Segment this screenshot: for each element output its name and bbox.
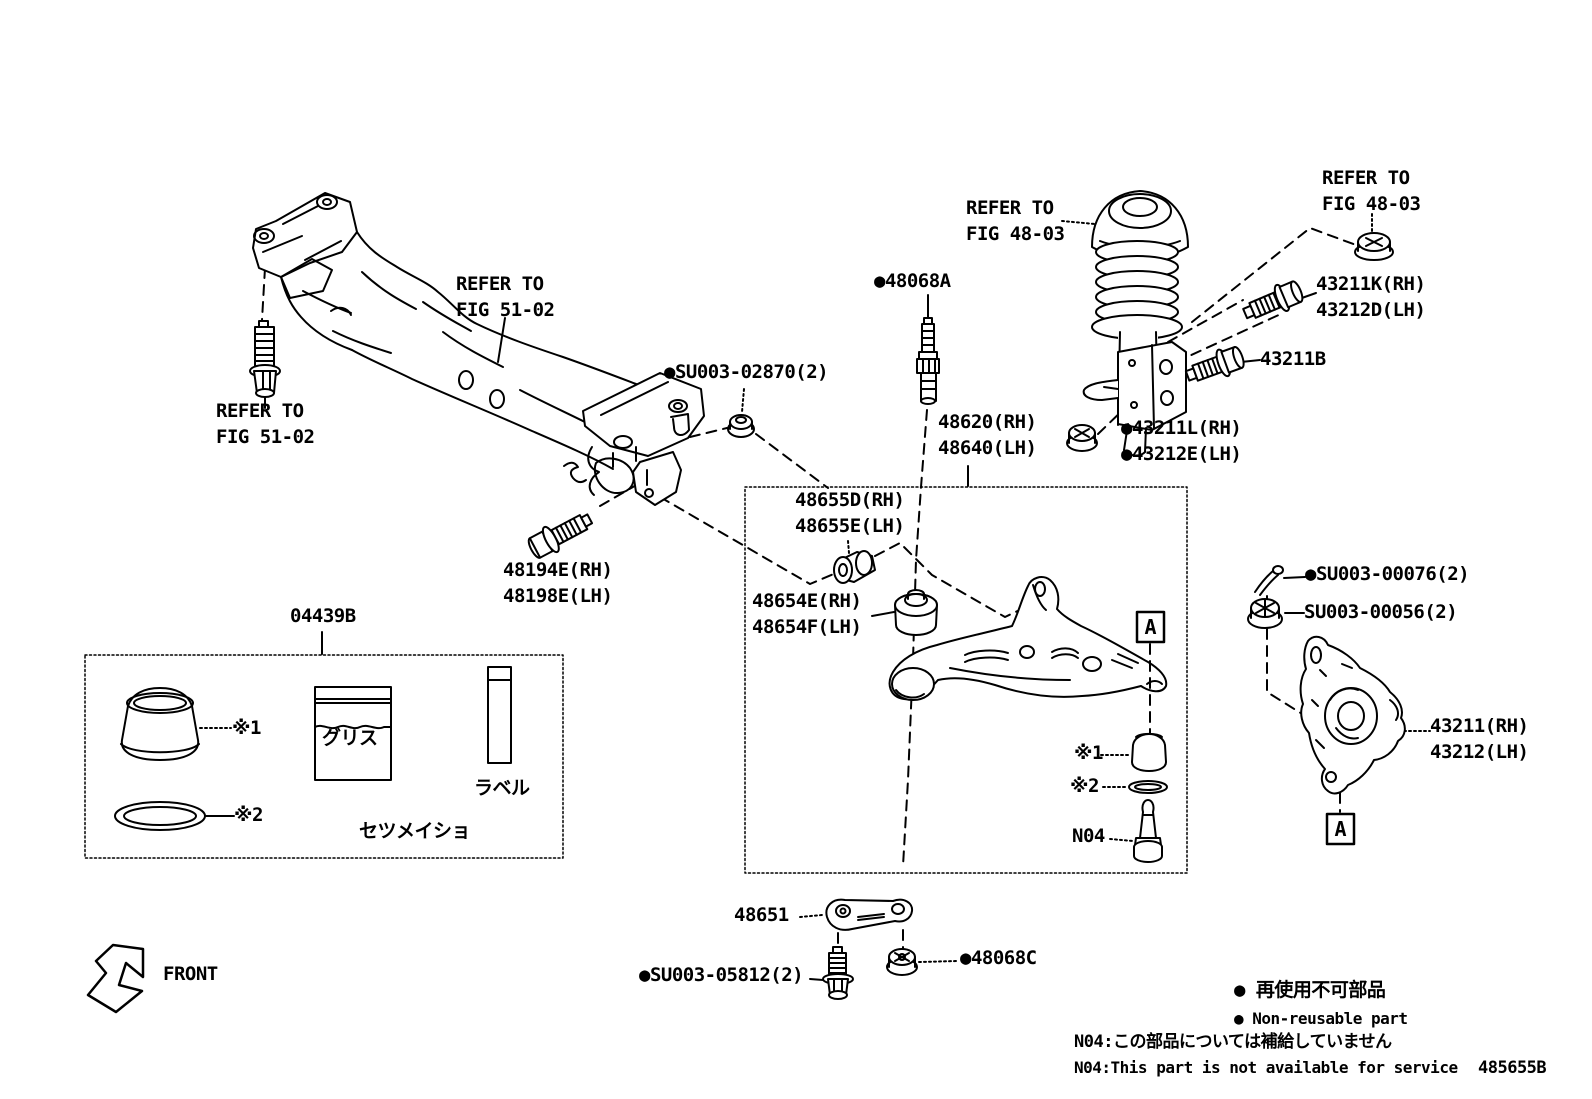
note-n04-jp: N04:この部品については補給していません (1074, 1032, 1392, 1052)
a-marker-arm: A (1144, 615, 1157, 639)
part-label-43211-43212: 43211(RH) 43212(LH) (1430, 715, 1529, 763)
part-label-48655D-48655E: 48655D(RH) 48655E(LH) (795, 489, 905, 537)
bolt-su003-05812-drawing (822, 946, 854, 1000)
snap-ring-drawing (1128, 780, 1168, 794)
strut-assembly-drawing (1082, 190, 1189, 457)
subframe-bolt-drawing (249, 320, 281, 398)
a-marker-box-knuckle (1325, 812, 1356, 846)
bushing-48654E-drawing (894, 589, 938, 636)
part-label-su003-02870: ●SU003-02870(2) (664, 361, 829, 383)
a-marker-box-arm (1135, 610, 1166, 644)
part-label-04439B: 04439B (290, 605, 356, 627)
doc-code: 485655B (1478, 1058, 1547, 1078)
cotter-pin-drawing (1254, 565, 1284, 596)
nut-48068C-drawing (886, 948, 918, 976)
control-arm-detail-box (744, 486, 1188, 874)
legend-non-reusable-jp: ● 再使用不可部品 (1234, 979, 1386, 1001)
kit-grease-text: グリス (322, 727, 378, 749)
bolt-43211B-drawing (1184, 345, 1245, 382)
kit-marker-x1: ※1 (232, 717, 261, 739)
steering-knuckle-drawing (1299, 635, 1406, 795)
part-label-48068C: ●48068C (960, 947, 1037, 969)
part-label-48620-48640: 48620(RH) 48640(LH) (938, 411, 1037, 459)
ball-joint-N04-drawing (1133, 799, 1163, 863)
kit-manual-text: セツメイショ (359, 820, 471, 842)
part-label-48651: 48651 (734, 904, 789, 926)
part-label-43211L-43212E: ●43211L(RH) ●43212E(LH) (1121, 417, 1242, 465)
crossmember-drawing (252, 192, 705, 506)
bolt-48194E-drawing (527, 513, 594, 559)
kit-label-text: ラベル (474, 777, 530, 799)
refer-fig51-label-beam: REFER TO FIG 51-02 (456, 273, 555, 321)
part-label-48654E-48654F: 48654E(RH) 48654F(LH) (752, 590, 862, 638)
nut-43211L-drawing (1066, 424, 1098, 452)
strut-upper-nut-drawing (1354, 232, 1394, 261)
nut-su003-02870-drawing (727, 414, 755, 438)
bushing-48655D-drawing (833, 550, 876, 584)
plate-48651-drawing (825, 898, 914, 931)
castle-nut-drawing (1247, 598, 1283, 629)
kit-marker-x2: ※2 (234, 804, 263, 826)
note-n04-en: N04:This part is not available for servi… (1074, 1058, 1458, 1077)
leader-lines (199, 213, 1431, 963)
part-label-48194E-48198E: 48194E(RH) 48198E(LH) (503, 559, 613, 607)
refer-fig48-label-strut: REFER TO FIG 48-03 (966, 197, 1065, 245)
part-label-48068A: ●48068A (874, 270, 951, 292)
legend-non-reusable-en: ● Non-reusable part (1234, 1009, 1408, 1028)
inner-marker-n04: N04 (1072, 825, 1105, 847)
part-label-su003-05812: ●SU003-05812(2) (639, 964, 804, 986)
repair-kit-box-drawing (84, 654, 564, 859)
front-arrow (86, 943, 145, 1014)
part-label-su003-00056: SU003-00056(2) (1304, 601, 1458, 623)
balljoint-boot-drawing (1131, 732, 1167, 772)
part-label-43211K-43212D: 43211K(RH) 43212D(LH) (1316, 273, 1426, 321)
part-label-43211B: 43211B (1260, 348, 1326, 370)
solid-leader-lines (205, 292, 1317, 981)
lower-control-arm-drawing (888, 576, 1168, 701)
part-label-su003-00076: ●SU003-00076(2) (1305, 563, 1470, 585)
refer-fig51-label-bolt: REFER TO FIG 51-02 (216, 400, 315, 448)
front-direction-label: FRONT (163, 963, 218, 985)
refer-fig48-label-nut: REFER TO FIG 48-03 (1322, 167, 1421, 215)
bolt-43211K-drawing (1242, 280, 1304, 320)
inner-marker-x2: ※2 (1070, 775, 1099, 797)
stud-48068A-drawing (916, 317, 940, 405)
a-marker-knuckle: A (1334, 817, 1347, 841)
inner-marker-x1: ※1 (1074, 742, 1103, 764)
